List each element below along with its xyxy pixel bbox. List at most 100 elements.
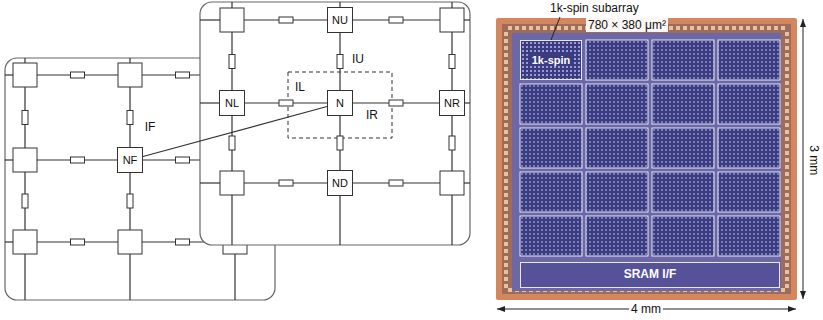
- resistor-symbol: [449, 55, 455, 69]
- resistor-symbol: [22, 194, 28, 208]
- bond-pad: [676, 26, 680, 30]
- cell-box: [220, 171, 244, 195]
- node-label: SRAM I/F: [624, 268, 677, 281]
- resistor-symbol: [337, 55, 343, 69]
- bond-pad: [785, 207, 789, 211]
- bond-pad: [504, 32, 508, 36]
- bond-pad: [504, 95, 508, 99]
- bond-pad: [508, 26, 512, 30]
- subarray: [652, 216, 714, 256]
- dimension-label: 780 × 380 μm²: [586, 18, 668, 32]
- wire: [129, 58, 130, 63]
- bond-pad: [504, 277, 508, 281]
- cell-box: [13, 230, 37, 254]
- cell-box: NF: [117, 147, 143, 173]
- wire: [339, 195, 340, 245]
- dimensions: [497, 17, 803, 309]
- bond-pad: [781, 288, 785, 292]
- wire: [5, 74, 13, 75]
- bond-pad: [504, 263, 508, 267]
- bond-pad: [785, 95, 789, 99]
- current-label: IL: [294, 81, 306, 94]
- bond-pad: [504, 67, 508, 71]
- resistor-symbol: [389, 100, 403, 106]
- bond-pad: [504, 284, 508, 288]
- bond-pad: [536, 26, 540, 30]
- bond-pad: [504, 207, 508, 211]
- bond-pad: [571, 26, 575, 30]
- bond-pad: [785, 32, 789, 36]
- bond-pad: [785, 137, 789, 141]
- subarray: [652, 128, 714, 168]
- dimension-label: 4 mm: [629, 302, 663, 316]
- resistor-symbol: [279, 17, 293, 23]
- bond-pad: [711, 26, 715, 30]
- node-label: NL: [225, 97, 239, 109]
- wire: [451, 195, 452, 245]
- bond-pad: [550, 26, 554, 30]
- bond-pad: [785, 228, 789, 232]
- subarray: [652, 84, 714, 124]
- node-label: NF: [123, 154, 138, 166]
- bond-pad: [785, 214, 789, 218]
- bond-pad: [504, 200, 508, 204]
- bond-pad: [785, 186, 789, 190]
- cell-box: NU: [327, 7, 353, 33]
- bond-pad: [504, 165, 508, 169]
- bond-pad: [785, 46, 789, 50]
- subarray: [520, 216, 582, 256]
- bond-pad: [504, 102, 508, 106]
- bond-pad: [564, 26, 568, 30]
- resistor-symbol: [71, 157, 85, 163]
- bond-pad: [704, 26, 708, 30]
- bond-pad: [529, 26, 533, 30]
- bond-pad: [504, 235, 508, 239]
- subarray: [652, 40, 714, 80]
- bond-pad: [504, 88, 508, 92]
- bond-pad: [785, 263, 789, 267]
- bond-pad: [504, 60, 508, 64]
- resistor-symbol: [449, 136, 455, 150]
- resistor-symbol: [176, 157, 190, 163]
- bond-pad: [781, 26, 785, 30]
- subarray: [520, 84, 582, 124]
- bond-pad: [785, 249, 789, 253]
- chip-core: [512, 33, 781, 291]
- resistor-symbol: [389, 17, 403, 23]
- cell-box: [118, 63, 142, 87]
- cell-box: [13, 63, 37, 87]
- dimension-arrow: [803, 19, 804, 299]
- bond-pad: [557, 26, 561, 30]
- bond-pad: [785, 130, 789, 134]
- resistor-symbol: [127, 111, 133, 125]
- bond-pad: [785, 74, 789, 78]
- resistor-symbol: [71, 239, 85, 245]
- bond-pad: [767, 26, 771, 30]
- wire: [234, 254, 235, 300]
- layer-panel: [200, 2, 470, 245]
- bond-pad: [515, 26, 519, 30]
- resistor-symbol: [71, 72, 85, 78]
- wire: [451, 2, 452, 8]
- wire: [5, 241, 13, 242]
- node-label: ND: [332, 177, 348, 189]
- resistor-symbol: [22, 111, 28, 125]
- subarray: [520, 128, 582, 168]
- bond-pad: [504, 144, 508, 148]
- current-label: IR: [365, 109, 379, 122]
- bond-pad: [504, 270, 508, 274]
- resistor-symbol: [279, 100, 293, 106]
- bond-pad: [785, 81, 789, 85]
- bond-pad: [785, 102, 789, 106]
- bond-pad: [508, 288, 512, 292]
- resistor-symbol: [229, 136, 235, 150]
- wire: [464, 19, 470, 20]
- bond-pad: [785, 53, 789, 57]
- bond-pad: [504, 256, 508, 260]
- bond-pad: [785, 158, 789, 162]
- cell-box: [440, 8, 464, 32]
- resistor-symbol: [279, 180, 293, 186]
- cell-box: [118, 230, 142, 254]
- callout-label: 1k-spin subarray: [548, 1, 641, 15]
